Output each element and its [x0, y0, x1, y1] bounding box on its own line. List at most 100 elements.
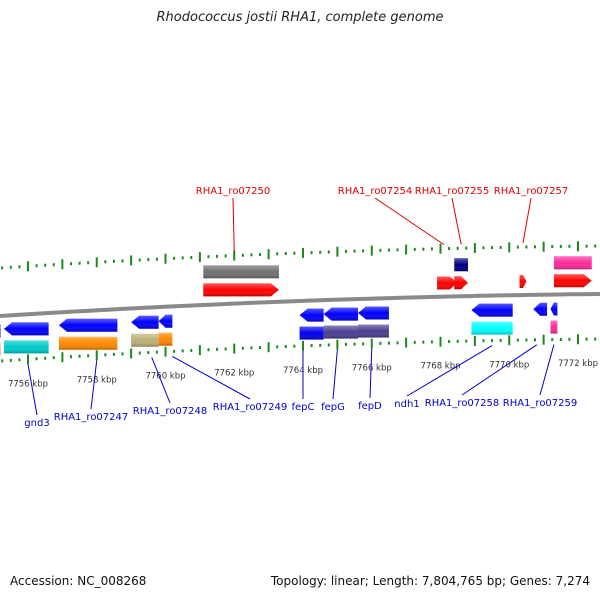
major-tick — [405, 244, 408, 255]
label-leader-line — [151, 357, 171, 404]
minor-tick — [181, 349, 184, 353]
minor-tick — [241, 346, 244, 350]
minor-tick — [585, 244, 588, 248]
minor-tick — [259, 253, 262, 257]
feature-shading — [3, 322, 49, 336]
feature-shading — [454, 258, 468, 272]
minor-tick — [1, 359, 4, 363]
minor-tick — [594, 244, 597, 248]
minor-tick — [482, 246, 485, 250]
feature-shading — [471, 321, 513, 335]
major-tick — [370, 245, 373, 256]
feature-shading — [58, 318, 118, 332]
minor-tick — [568, 337, 571, 341]
gene-label[interactable]: RHA1_ro07257 — [494, 186, 569, 197]
minor-tick — [1, 266, 4, 270]
label-leader-line — [451, 197, 462, 245]
feature-shading — [58, 336, 118, 350]
minor-tick — [173, 256, 176, 260]
minor-tick — [491, 339, 494, 343]
scale-label: 7762 kbp — [214, 369, 254, 379]
backbone-line — [0, 292, 600, 318]
minor-tick — [9, 358, 12, 362]
minor-tick — [499, 245, 502, 249]
gene-label[interactable]: RHA1_ro07249 — [213, 402, 288, 413]
minor-tick — [9, 265, 12, 269]
minor-tick — [147, 258, 150, 262]
label-leader-line — [406, 345, 493, 397]
major-tick — [95, 257, 98, 268]
feature-shading — [533, 302, 548, 316]
scale-label: 7760 kbp — [145, 372, 185, 382]
minor-tick — [155, 350, 158, 354]
minor-tick — [448, 340, 451, 344]
gene-label[interactable]: RHA1_ro07255 — [415, 186, 490, 197]
feature-shading — [0, 324, 1, 338]
gene-label[interactable]: fepG — [321, 402, 345, 413]
minor-tick — [216, 254, 219, 258]
minor-tick — [250, 253, 253, 257]
minor-tick — [104, 353, 107, 357]
label-leader-line — [374, 197, 445, 246]
minor-tick — [491, 246, 494, 250]
minor-tick — [430, 340, 433, 344]
minor-tick — [319, 343, 322, 347]
scale-label: 7770 kbp — [489, 360, 529, 370]
minor-tick — [104, 260, 107, 264]
label-leader-line — [461, 344, 538, 396]
minor-tick — [353, 249, 356, 253]
minor-tick — [456, 339, 459, 343]
major-tick — [336, 339, 339, 350]
feature-shading — [0, 342, 1, 356]
minor-tick — [516, 338, 519, 342]
minor-tick — [387, 341, 390, 345]
minor-tick — [207, 348, 210, 352]
minor-tick — [319, 250, 322, 254]
minor-tick — [465, 246, 468, 250]
minor-tick — [52, 356, 55, 360]
gene-label[interactable]: ndh1 — [394, 399, 419, 410]
feature-shading — [131, 333, 159, 347]
minor-tick — [353, 342, 356, 346]
minor-tick — [551, 245, 554, 249]
major-tick — [267, 342, 270, 353]
minor-tick — [422, 247, 425, 251]
gene-label[interactable]: RHA1_ro07248 — [133, 406, 208, 417]
feature-shading — [3, 340, 49, 354]
gene-label[interactable]: gnd3 — [24, 418, 49, 429]
major-tick — [336, 246, 339, 257]
minor-tick — [525, 338, 528, 342]
major-tick — [198, 345, 201, 356]
gene-label[interactable]: RHA1_ro07258 — [425, 398, 500, 409]
minor-tick — [362, 342, 365, 346]
feature-shading — [158, 314, 173, 328]
major-tick — [233, 250, 236, 261]
major-tick — [130, 348, 133, 359]
forward-strand-features — [203, 256, 592, 297]
gene-label[interactable]: RHA1_ro07254 — [338, 186, 413, 197]
minor-tick — [121, 259, 124, 263]
minor-tick — [216, 347, 219, 351]
minor-tick — [396, 248, 399, 252]
minor-tick — [525, 245, 528, 249]
minor-tick — [52, 263, 55, 267]
minor-tick — [465, 339, 468, 343]
gene-label[interactable]: RHA1_ro07247 — [54, 412, 129, 423]
genome-backbone — [0, 292, 600, 318]
forward-tick-track — [1, 241, 597, 272]
major-tick — [302, 247, 304, 258]
minor-tick — [413, 340, 416, 344]
gene-label[interactable]: fepD — [358, 401, 382, 412]
minor-tick — [173, 349, 176, 353]
feature-shading — [131, 315, 159, 329]
reverse-tick-track — [1, 334, 597, 365]
gene-label[interactable]: fepC — [291, 402, 314, 413]
minor-tick — [379, 248, 382, 252]
gene-label[interactable]: RHA1_ro07259 — [503, 398, 578, 409]
major-tick — [577, 241, 579, 252]
feature-shading — [550, 302, 558, 316]
minor-tick — [396, 341, 399, 345]
gene-label[interactable]: RHA1_ro07250 — [196, 186, 271, 197]
